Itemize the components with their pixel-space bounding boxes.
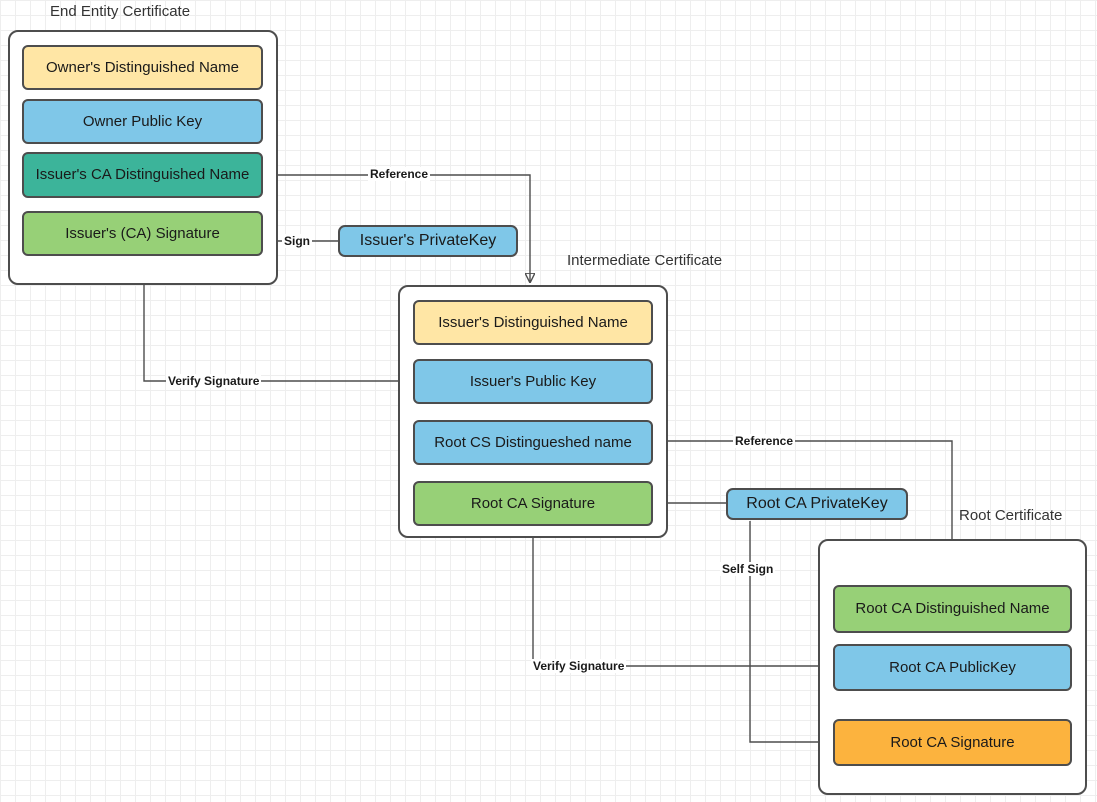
wire-self-sign xyxy=(749,521,828,742)
caption-intermediate-certificate: Intermediate Certificate xyxy=(567,252,723,269)
key-root-ca-privatekey[interactable]: Root CA PrivateKey xyxy=(726,488,908,520)
field-root-ca-signature-intermediate[interactable]: Root CA Signature xyxy=(413,481,653,526)
field-issuers-ca-distinguished-name[interactable]: Issuer's CA Distinguished Name xyxy=(22,152,263,198)
edge-label-verify-signature-1: Verify Signature xyxy=(166,374,262,388)
caption-root-certificate: Root Certificate xyxy=(959,507,1063,524)
field-root-cs-distinguished-name[interactable]: Root CS Distingueshed name xyxy=(413,420,653,465)
field-issuers-public-key[interactable]: Issuer's Public Key xyxy=(413,359,653,404)
edge-label-verify-signature-2: Verify Signature xyxy=(531,659,627,673)
field-root-ca-distinguished-name[interactable]: Root CA Distinguished Name xyxy=(833,585,1072,633)
caption-end-entity-certificate: End Entity Certificate xyxy=(50,3,191,20)
field-root-ca-publickey[interactable]: Root CA PublicKey xyxy=(833,644,1072,691)
field-root-ca-signature-root[interactable]: Root CA Signature xyxy=(833,719,1072,766)
edge-label-self-sign: Self Sign xyxy=(720,562,776,576)
field-issuers-distinguished-name[interactable]: Issuer's Distinguished Name xyxy=(413,300,653,345)
field-issuers-ca-signature[interactable]: Issuer's (CA) Signature xyxy=(22,211,263,256)
edge-label-sign: Sign xyxy=(282,234,312,248)
field-owners-distinguished-name[interactable]: Owner's Distinguished Name xyxy=(22,45,263,90)
key-issuers-privatekey[interactable]: Issuer's PrivateKey xyxy=(338,225,518,257)
edge-label-reference-2: Reference xyxy=(733,434,796,448)
field-owner-public-key[interactable]: Owner Public Key xyxy=(22,99,263,144)
wire-verify-2 xyxy=(533,526,832,667)
edge-label-reference-1: Reference xyxy=(368,167,431,181)
